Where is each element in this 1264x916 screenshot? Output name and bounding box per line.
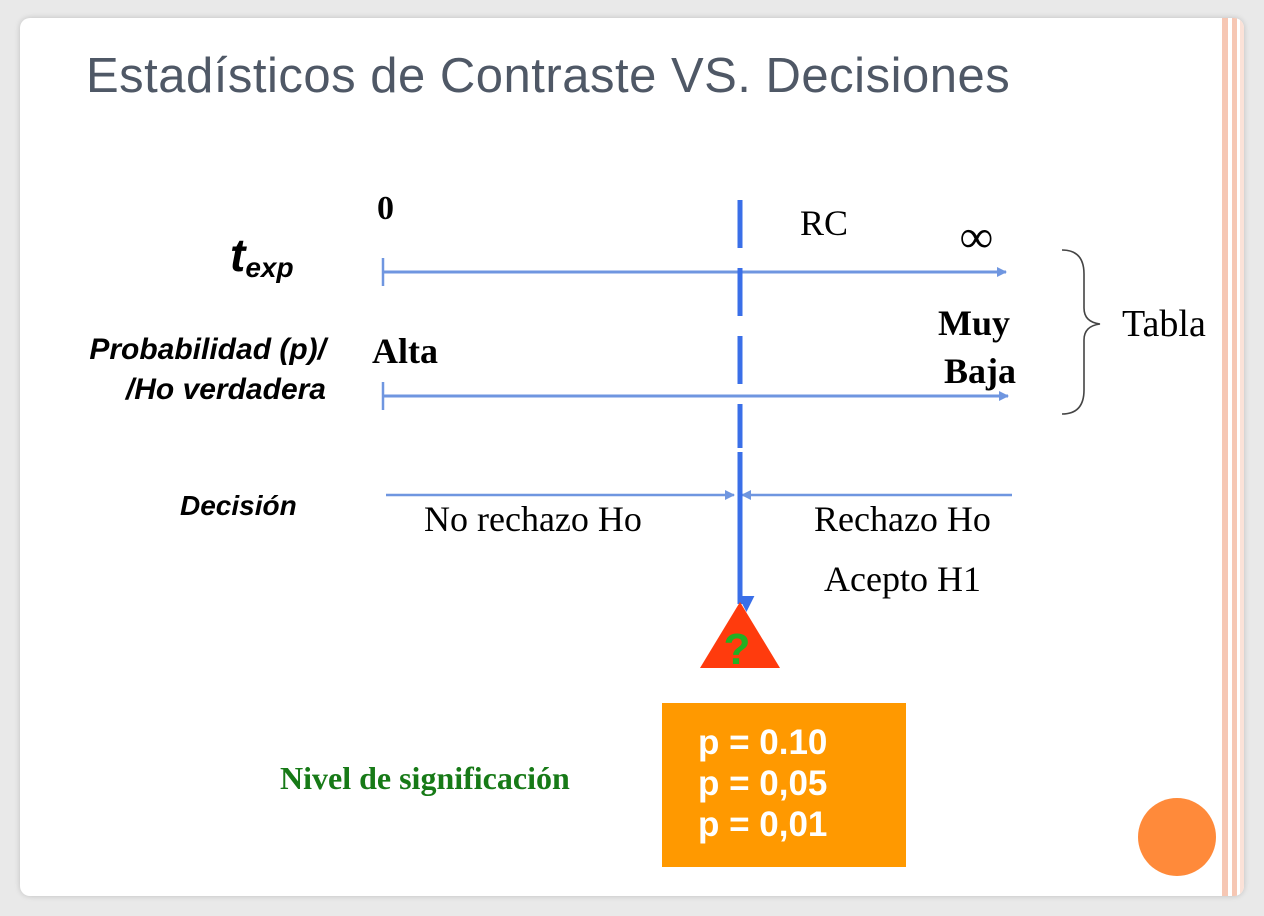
texp-label: texp — [230, 229, 294, 283]
right-border-band — [1232, 18, 1237, 896]
zero-label: 0 — [377, 190, 394, 227]
muy-label: Muy — [938, 303, 1010, 343]
slide: Estadísticos de Contraste VS. Decisiones… — [20, 18, 1244, 896]
decision-triangle — [700, 602, 780, 668]
alta-label: Alta — [372, 331, 438, 371]
tabla-brace — [1061, 249, 1101, 415]
right-border-band — [1222, 18, 1228, 896]
tabla-label: Tabla — [1122, 303, 1206, 345]
baja-label: Baja — [944, 351, 1016, 391]
probability-label: Probabilidad (p)/ /Ho verdadera — [89, 333, 326, 406]
question-mark: ? — [724, 625, 751, 674]
right-border-band — [1240, 18, 1244, 896]
significance-level-label: Nivel de significación — [280, 760, 570, 796]
decision-label: Decisión — [180, 490, 297, 521]
contrast-diagram: ? — [381, 200, 1101, 674]
rc-label: RC — [800, 203, 849, 243]
decorative-circle — [1138, 798, 1216, 876]
reject-label: Rechazo Ho — [814, 499, 991, 539]
significance-value: p = 0,01 — [698, 805, 828, 844]
significance-value: p = 0,05 — [698, 764, 828, 803]
significance-value: p = 0.10 — [698, 723, 828, 762]
no-reject-label: No rechazo Ho — [424, 499, 642, 539]
infinity-label: ∞ — [960, 211, 993, 262]
slide-title: Estadísticos de Contraste VS. Decisiones — [86, 49, 1011, 103]
accept-label: Acepto H1 — [824, 559, 981, 599]
significance-values-box: p = 0.10 p = 0,05 p = 0,01 — [662, 703, 906, 867]
